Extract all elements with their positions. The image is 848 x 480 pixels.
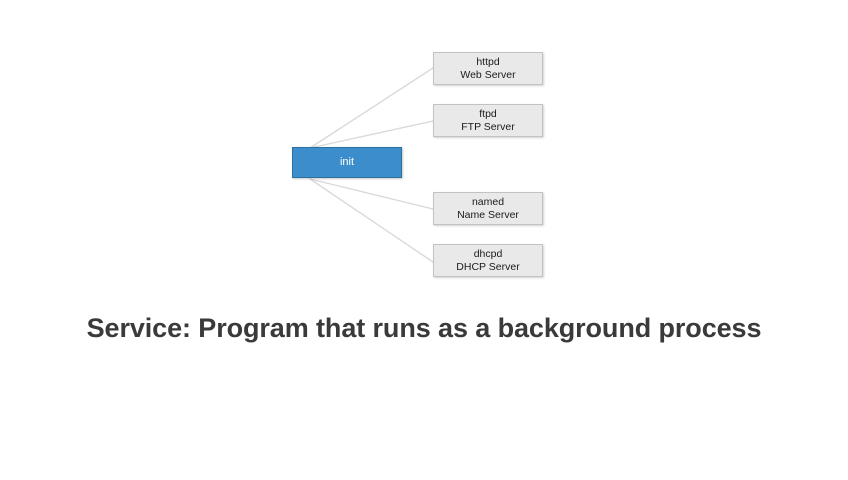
service-diagram: init httpd Web Server ftpd FTP Server na… — [292, 52, 543, 277]
edge-init-named — [309, 178, 434, 210]
edge-init-dhcpd — [309, 178, 434, 263]
edge-init-httpd — [309, 67, 434, 149]
connector-lines — [309, 67, 434, 263]
node-ftpd-description: FTP Server — [461, 120, 515, 133]
node-named-description: Name Server — [457, 208, 519, 221]
node-httpd[interactable]: httpd Web Server — [433, 52, 543, 85]
node-ftpd[interactable]: ftpd FTP Server — [433, 104, 543, 137]
node-init-label: init — [339, 156, 355, 169]
edge-init-ftpd — [309, 120, 434, 149]
node-httpd-description: Web Server — [460, 68, 516, 81]
node-dhcpd-description: DHCP Server — [456, 260, 520, 273]
slide-caption: Service: Program that runs as a backgrou… — [86, 313, 762, 343]
node-init[interactable]: init — [292, 147, 402, 178]
node-named[interactable]: named Name Server — [433, 192, 543, 225]
node-ftpd-daemon: ftpd — [479, 108, 497, 121]
node-httpd-daemon: httpd — [476, 56, 500, 69]
node-dhcpd[interactable]: dhcpd DHCP Server — [433, 244, 543, 277]
node-dhcpd-daemon: dhcpd — [473, 248, 503, 261]
node-named-daemon: named — [471, 196, 505, 209]
